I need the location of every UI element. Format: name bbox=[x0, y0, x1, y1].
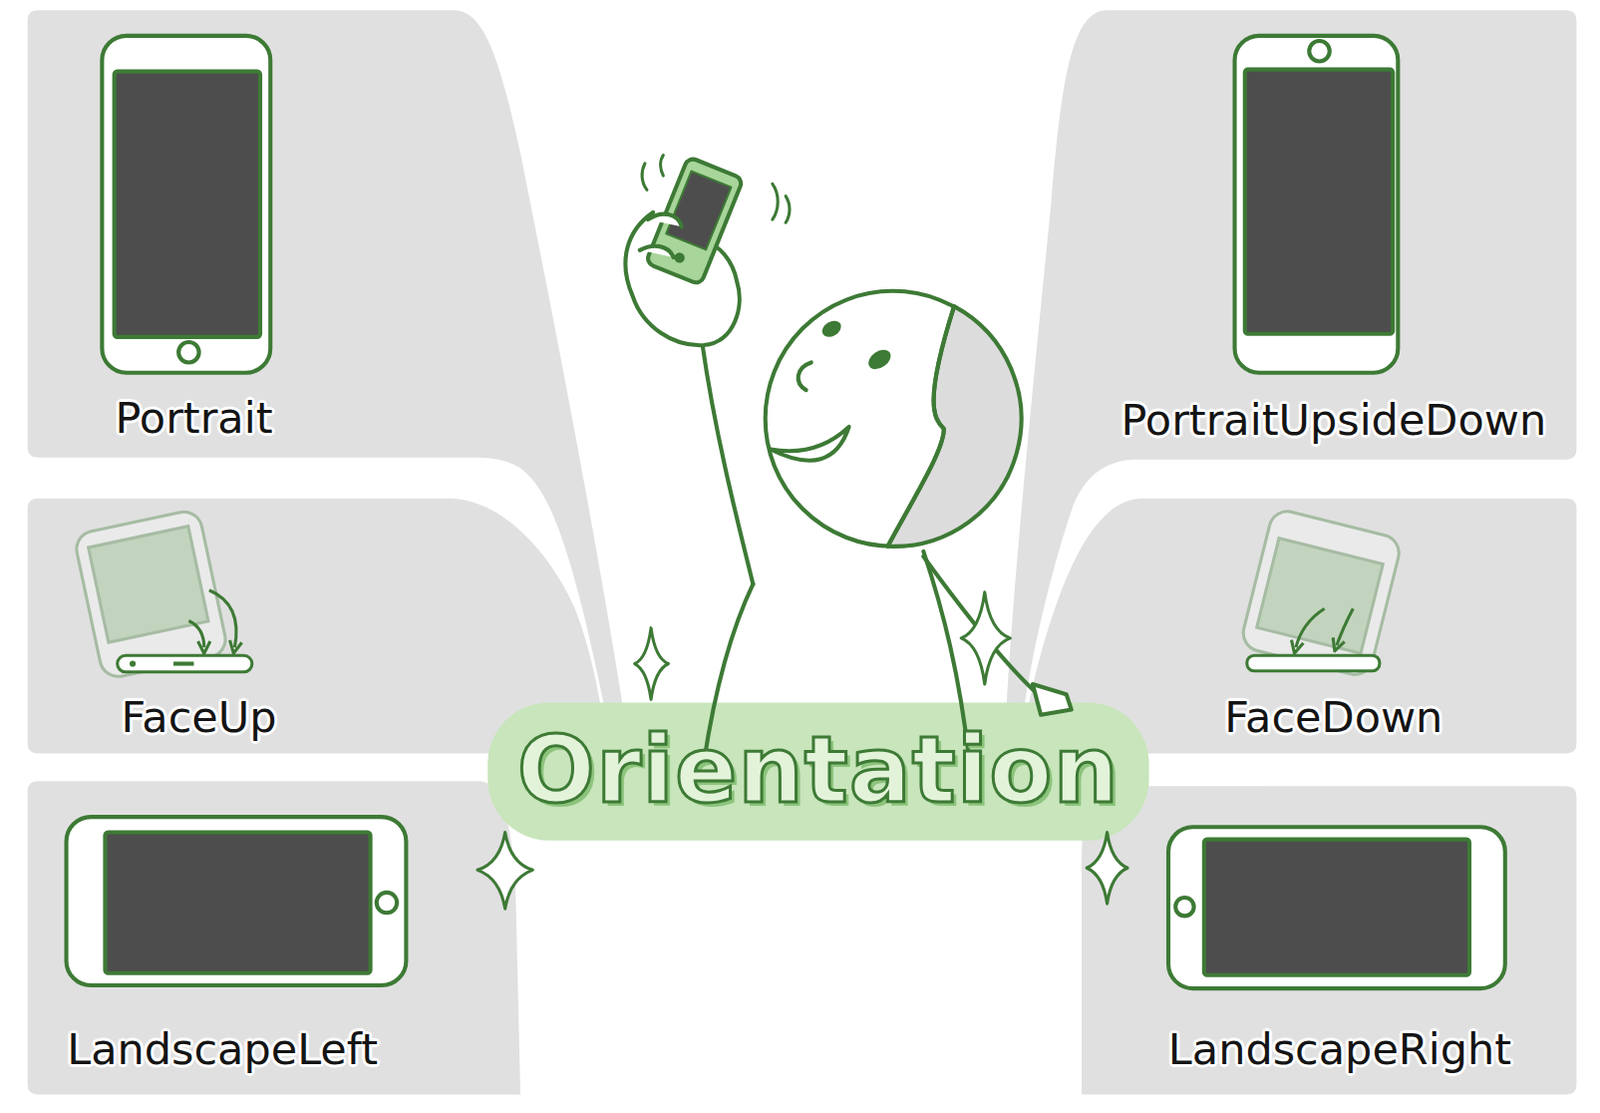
title-lettering: Orientation bbox=[517, 719, 1120, 821]
head-line bbox=[888, 306, 956, 547]
phone-screen bbox=[1245, 69, 1393, 334]
finger bbox=[647, 214, 682, 228]
phone-flat bbox=[1247, 654, 1380, 670]
sparkle bbox=[635, 628, 669, 700]
orientation-label: LandscapeLeft bbox=[66, 1025, 378, 1073]
phones bbox=[66, 35, 1506, 988]
orientation-label: FaceUp bbox=[121, 693, 278, 741]
orientation-panel: PortraitUpsideDown bbox=[1061, 9, 1578, 459]
phone-flat bbox=[117, 654, 253, 671]
vibration-mark bbox=[772, 183, 778, 220]
faceup-figure bbox=[72, 508, 252, 680]
title-glow bbox=[487, 701, 1149, 840]
glow bbox=[487, 701, 1149, 840]
orientation-label: LandscapeRight bbox=[1168, 1025, 1512, 1073]
head-shade bbox=[888, 306, 1022, 547]
vibration-mark bbox=[641, 163, 647, 191]
orientation-panel: LandscapeRight bbox=[1081, 785, 1577, 1094]
arrow bbox=[209, 590, 237, 647]
phone-screen bbox=[1204, 839, 1470, 975]
phone-screen bbox=[104, 831, 370, 972]
arm bbox=[701, 341, 753, 585]
arrow bbox=[188, 621, 204, 648]
home-button bbox=[178, 341, 199, 362]
held-phone bbox=[645, 156, 744, 286]
head bbox=[765, 291, 1021, 547]
home-button bbox=[1175, 897, 1194, 916]
sparkles bbox=[477, 592, 1128, 909]
mouth bbox=[770, 426, 850, 461]
phone-body bbox=[101, 35, 271, 373]
hand bbox=[1032, 683, 1072, 715]
arm bbox=[923, 556, 1036, 692]
finger bbox=[640, 246, 674, 258]
panel-ground bbox=[1081, 785, 1577, 1094]
orientation-panel: FaceDown bbox=[1096, 498, 1577, 754]
facedown-figure bbox=[1239, 507, 1403, 678]
vibration-mark bbox=[660, 155, 664, 176]
orientation-panel: FaceUp bbox=[27, 498, 477, 754]
phone-ghost bbox=[1239, 507, 1403, 678]
phone-screen bbox=[665, 171, 731, 251]
eye bbox=[819, 317, 845, 340]
orientation-panel: Portrait bbox=[27, 9, 470, 457]
phone-slot bbox=[173, 660, 194, 665]
phone-dot bbox=[129, 659, 136, 666]
person bbox=[625, 155, 1071, 761]
phone-screen bbox=[114, 71, 261, 337]
phone-body bbox=[1168, 826, 1506, 988]
phone-body bbox=[1235, 35, 1399, 373]
arrow bbox=[1336, 608, 1353, 645]
orientation-label: Portrait bbox=[114, 394, 273, 442]
orientation-panel: LandscapeLeft bbox=[27, 780, 508, 1094]
nose bbox=[798, 361, 812, 390]
sparkle bbox=[1086, 831, 1128, 904]
vibration-mark bbox=[785, 196, 790, 224]
orientation-label: FaceDown bbox=[1224, 693, 1443, 741]
phone-body bbox=[645, 156, 744, 286]
home-button bbox=[376, 892, 397, 913]
sparkle bbox=[477, 831, 533, 909]
arrow bbox=[1295, 608, 1325, 647]
phone-body bbox=[66, 816, 407, 985]
orientation-label: PortraitUpsideDown bbox=[1120, 396, 1547, 444]
sparkle bbox=[960, 592, 1010, 684]
home-button bbox=[1308, 40, 1329, 61]
panel-ground bbox=[27, 780, 521, 1094]
eye bbox=[865, 345, 896, 374]
phone-screen bbox=[88, 526, 209, 642]
phone-body bbox=[1239, 507, 1403, 678]
phone-screen bbox=[1257, 538, 1384, 653]
panel-grounds bbox=[27, 9, 1578, 1094]
